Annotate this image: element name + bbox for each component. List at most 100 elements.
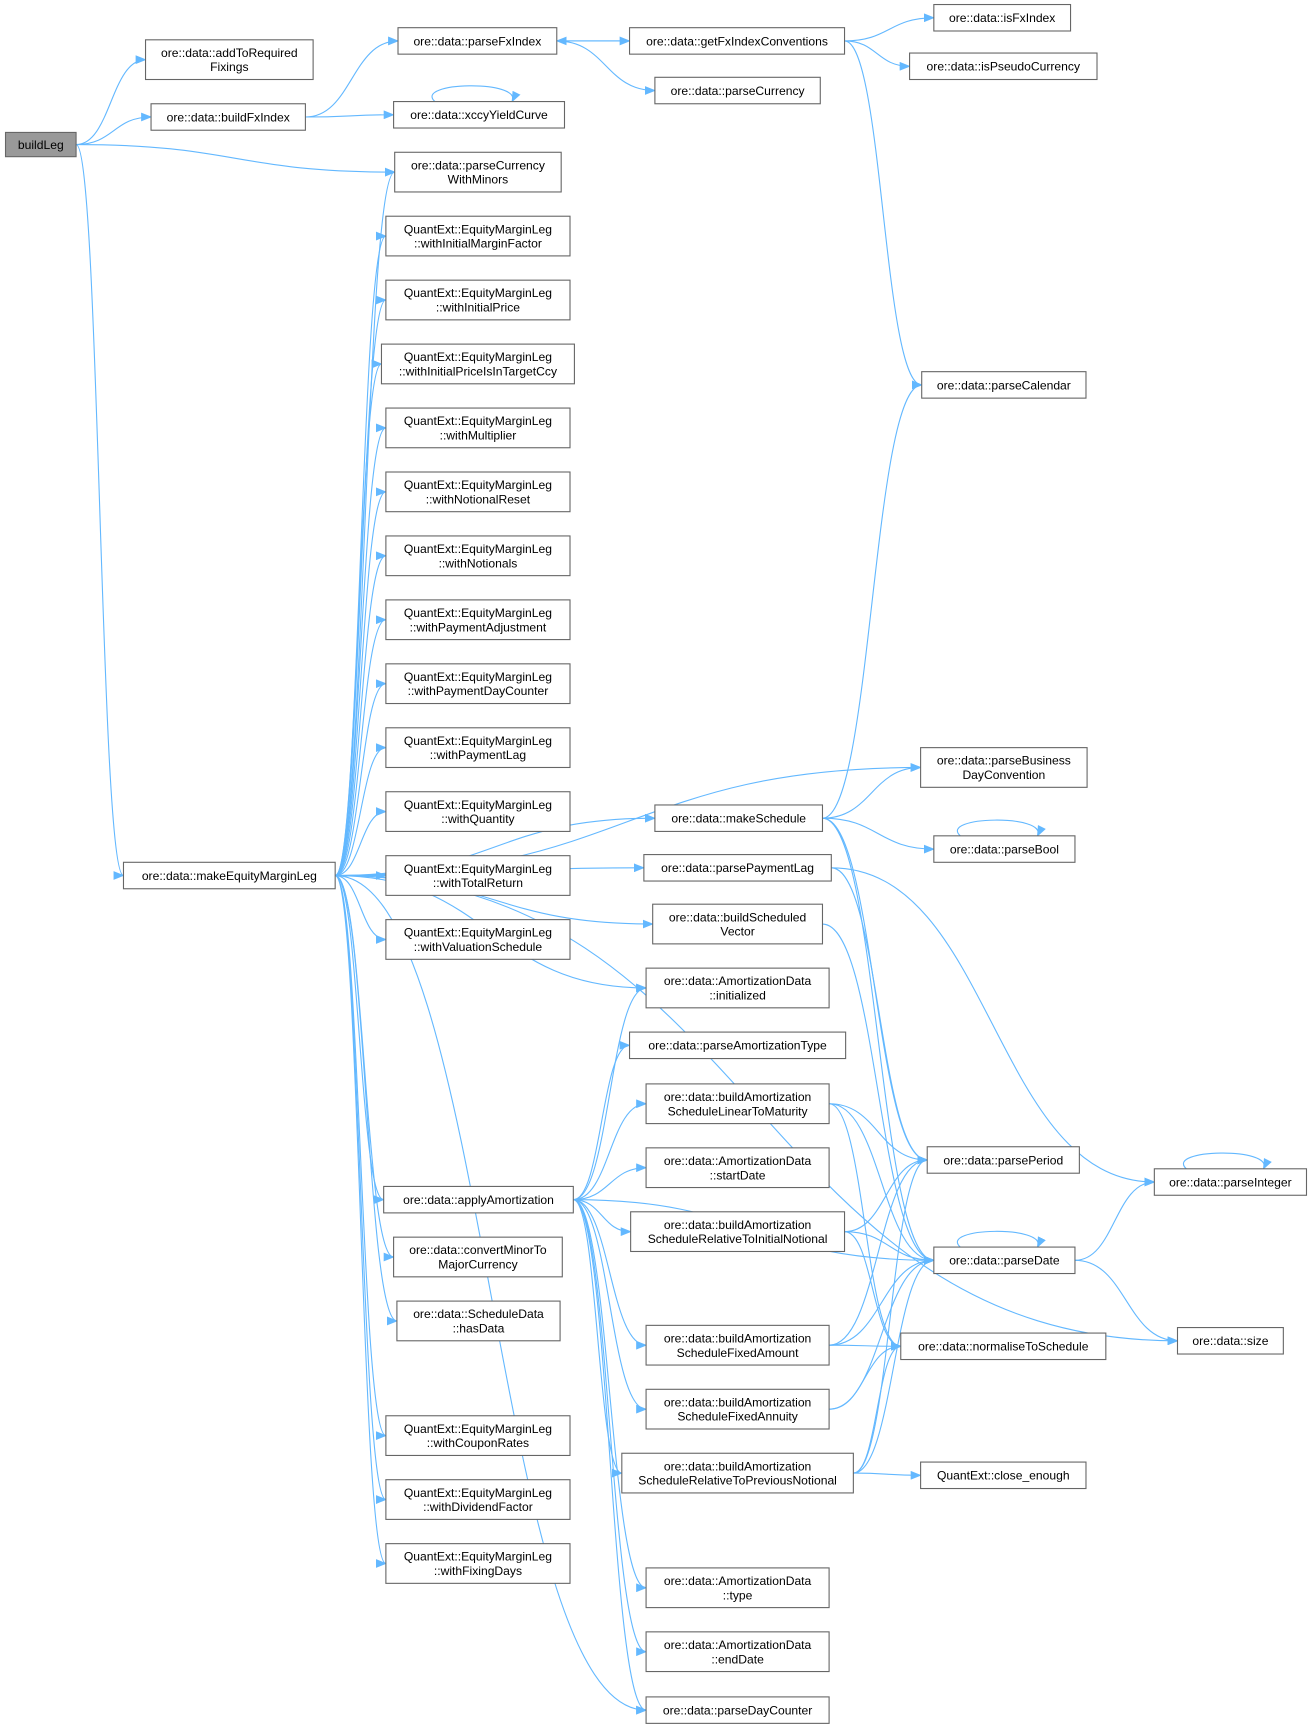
node-box xyxy=(652,903,824,945)
node-apply-amortization[interactable]: ore::data::applyAmortization xyxy=(383,1185,574,1214)
node-fixed-amount[interactable]: ore::data::buildAmortizationScheduleFixe… xyxy=(645,1324,830,1366)
node-amort-initialized[interactable]: ore::data::AmortizationData::initialized xyxy=(645,967,830,1009)
node-parse-fx-index[interactable]: ore::data::parseFxIndex xyxy=(397,27,558,55)
node-with-payment-day-counter[interactable]: QuantExt::EquityMarginLeg::withPaymentDa… xyxy=(385,663,571,705)
node-box xyxy=(385,1479,571,1520)
node-with-multiplier[interactable]: QuantExt::EquityMarginLeg::withMultiplie… xyxy=(385,407,571,449)
node-make-schedule[interactable]: ore::data::makeSchedule xyxy=(654,804,824,832)
node-with-quantity[interactable]: QuantExt::EquityMarginLeg::withQuantity xyxy=(385,791,571,832)
node-linear-to-maturity[interactable]: ore::data::buildAmortizationScheduleLine… xyxy=(645,1083,830,1125)
node-parse-day-counter[interactable]: ore::data::parseDayCounter xyxy=(645,1696,830,1724)
node-label: ore::data::parsePaymentLag xyxy=(661,861,814,875)
edge-build-leg-to-make-equity-margin-leg xyxy=(75,144,125,880)
node-label: ::withDividendFactor xyxy=(423,1500,533,1514)
node-box xyxy=(393,101,566,129)
node-label: ore::data::parseDayCounter xyxy=(663,1704,812,1718)
node-box xyxy=(628,27,846,55)
node-parse-amortization-type[interactable]: ore::data::parseAmortizationType xyxy=(628,1031,847,1060)
edge-make-schedule-to-parse-date xyxy=(822,817,935,1265)
node-with-dividend-factor[interactable]: QuantExt::EquityMarginLeg::withDividendF… xyxy=(385,1479,571,1520)
node-parse-date[interactable]: ore::data::parseDate xyxy=(933,1246,1076,1275)
node-xccy-yield-curve[interactable]: ore::data::xccyYieldCurve xyxy=(393,101,566,129)
node-box xyxy=(385,727,571,769)
edge-make-schedule-to-parse-business-day-convention xyxy=(822,763,922,819)
node-parse-period[interactable]: ore::data::parsePeriod xyxy=(926,1146,1080,1174)
node-label: ::startDate xyxy=(710,1168,766,1182)
node-label: ore::data::parseCurrency xyxy=(411,158,546,172)
node-relative-to-initial[interactable]: ore::data::buildAmortizationScheduleRela… xyxy=(630,1211,846,1253)
node-amort-type[interactable]: ore::data::AmortizationData::type xyxy=(645,1567,830,1609)
node-amort-start-date[interactable]: ore::data::AmortizationData::startDate xyxy=(645,1147,830,1189)
edge-make-equity-margin-leg-to-with-multiplier xyxy=(334,423,387,877)
node-label: ore::data::AmortizationData xyxy=(664,1638,812,1652)
node-build-leg[interactable]: buildLeg xyxy=(4,131,77,158)
node-label: QuantExt::EquityMarginLeg xyxy=(404,1422,552,1436)
edge-relative-to-initial-to-parse-period xyxy=(844,1155,929,1233)
node-label: ::withPaymentLag xyxy=(430,748,526,762)
node-parse-currency[interactable]: ore::data::parseCurrency xyxy=(654,76,821,105)
node-box xyxy=(122,861,336,890)
node-close-enough[interactable]: QuantExt::close_enough xyxy=(920,1461,1087,1490)
node-make-equity-margin-leg[interactable]: ore::data::makeEquityMarginLeg xyxy=(122,861,336,890)
node-normalise-to-schedule[interactable]: ore::data::normaliseToSchedule xyxy=(900,1332,1107,1361)
node-relative-to-previous[interactable]: ore::data::buildAmortizationScheduleRela… xyxy=(621,1452,854,1494)
node-build-fx-index[interactable]: ore::data::buildFxIndex xyxy=(150,103,306,131)
node-parse-integer[interactable]: ore::data::parseInteger xyxy=(1153,1168,1308,1196)
node-parse-payment-lag[interactable]: ore::data::parsePaymentLag xyxy=(643,854,832,882)
node-label: ::withInitialPriceIsInTargetCcy xyxy=(399,365,558,379)
node-label: QuantExt::EquityMarginLeg xyxy=(404,222,552,236)
node-is-pseudo-currency[interactable]: ore::data::isPseudoCurrency xyxy=(909,52,1098,81)
node-box xyxy=(385,471,571,513)
node-box xyxy=(393,1236,563,1278)
node-fixed-annuity[interactable]: ore::data::buildAmortizationScheduleFixe… xyxy=(645,1388,830,1430)
node-box xyxy=(150,103,306,131)
edge-make-equity-margin-leg-to-with-fixing-days xyxy=(334,874,387,1568)
edge-fixed-amount-to-normalise-to-schedule xyxy=(829,1341,902,1351)
node-label: ore::data::buildScheduled xyxy=(669,910,806,924)
node-with-valuation-schedule[interactable]: QuantExt::EquityMarginLeg::withValuation… xyxy=(385,919,571,960)
edge-apply-amortization-to-fixed-annuity xyxy=(573,1199,648,1414)
node-box xyxy=(397,27,558,55)
node-box xyxy=(921,371,1087,399)
node-is-fx-index[interactable]: ore::data::isFxIndex xyxy=(933,3,1072,32)
node-get-fx-index-conventions[interactable]: ore::data::getFxIndexConventions xyxy=(628,27,846,55)
node-with-payment-adjustment[interactable]: QuantExt::EquityMarginLeg::withPaymentAd… xyxy=(385,599,571,641)
node-with-total-return[interactable]: QuantExt::EquityMarginLeg::withTotalRetu… xyxy=(385,855,571,896)
edge-build-scheduled-vector-to-parse-date xyxy=(822,923,935,1265)
node-box xyxy=(654,804,824,832)
node-label: ore::data::xccyYieldCurve xyxy=(410,108,548,122)
node-with-fixing-days[interactable]: QuantExt::EquityMarginLeg::withFixingDay… xyxy=(385,1543,571,1584)
edge-parse-date-to-parse-integer xyxy=(1074,1177,1156,1261)
node-parse-calendar[interactable]: ore::data::parseCalendar xyxy=(921,371,1087,399)
node-with-notionals[interactable]: QuantExt::EquityMarginLeg::withNotionals xyxy=(385,535,571,577)
edge-build-leg-to-add-to-required-fixings xyxy=(76,55,147,146)
node-with-notional-reset[interactable]: QuantExt::EquityMarginLeg::withNotionalR… xyxy=(385,471,571,513)
node-label: ore::data::makeSchedule xyxy=(671,812,806,826)
node-has-data[interactable]: ore::data::ScheduleData::hasData xyxy=(396,1300,561,1342)
node-parse-bool[interactable]: ore::data::parseBool xyxy=(933,835,1076,863)
node-with-payment-lag[interactable]: QuantExt::EquityMarginLeg::withPaymentLa… xyxy=(385,727,571,769)
edge-fixed-amount-to-parse-date xyxy=(829,1255,935,1346)
node-with-initial-price-is-in-target-ccy[interactable]: QuantExt::EquityMarginLeg::withInitialPr… xyxy=(380,343,575,385)
node-size[interactable]: ore::data::size xyxy=(1176,1327,1284,1355)
edge-make-equity-margin-leg-to-with-notionals xyxy=(334,551,387,877)
node-label: ::endDate xyxy=(711,1652,764,1666)
node-label: ore::data::applyAmortization xyxy=(403,1193,554,1207)
node-label: ore::data::AmortizationData xyxy=(664,974,812,988)
node-box xyxy=(396,1300,561,1342)
node-with-coupon-rates[interactable]: QuantExt::EquityMarginLeg::withCouponRat… xyxy=(385,1415,571,1457)
node-with-initial-margin-factor[interactable]: QuantExt::EquityMarginLeg::withInitialMa… xyxy=(385,215,571,257)
node-label: QuantExt::EquityMarginLeg xyxy=(404,478,552,492)
node-label: QuantExt::close_enough xyxy=(937,1469,1070,1483)
node-box xyxy=(385,599,571,641)
node-label: QuantExt::EquityMarginLeg xyxy=(404,798,552,812)
node-box xyxy=(933,3,1072,32)
node-with-initial-price[interactable]: QuantExt::EquityMarginLeg::withInitialPr… xyxy=(385,279,571,321)
node-amort-end-date[interactable]: ore::data::AmortizationData::endDate xyxy=(645,1631,830,1673)
